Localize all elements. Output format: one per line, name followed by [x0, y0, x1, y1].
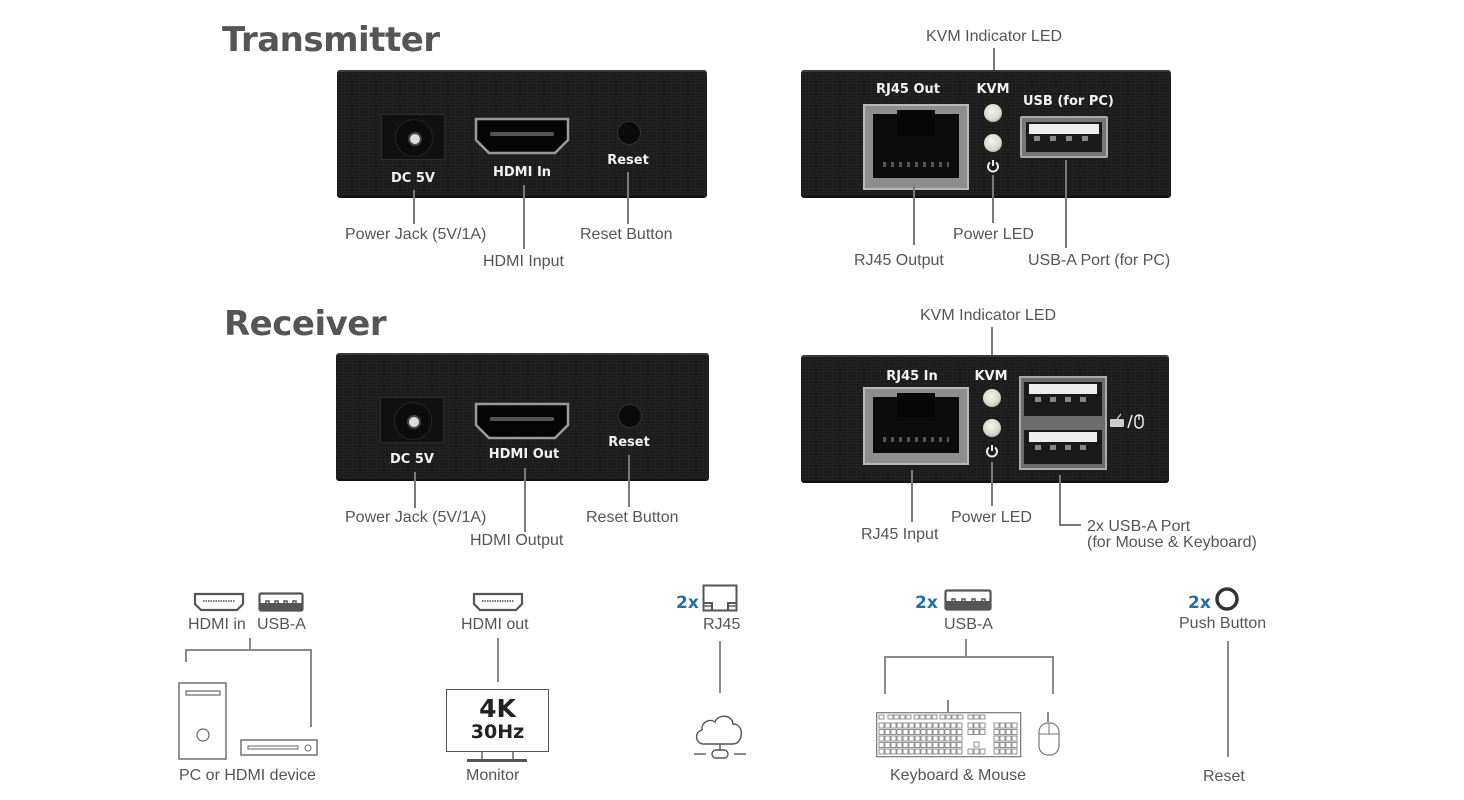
rj45-in-port [863, 387, 969, 465]
hdmi-input-callout: HDMI Input [483, 253, 564, 270]
transmitter-front-panel: DC 5V HDMI In Reset [337, 70, 707, 198]
pc-device-label: PC or HDMI device [179, 767, 316, 784]
hdmi-out-label: HDMI Out [488, 447, 560, 462]
rj45-legend-label: RJ45 [703, 616, 741, 633]
dc-jack [380, 397, 444, 443]
mouse-icon [1038, 722, 1060, 756]
rj45-input-callout: RJ45 Input [861, 526, 939, 543]
receiver-title: Receiver [224, 304, 387, 344]
hdmi-in-legend-label: HDMI in [188, 616, 246, 633]
usb-for-pc-label: USB (for PC) [1023, 94, 1114, 109]
hdmi-output-callout: HDMI Output [470, 532, 564, 549]
monitor-refresh: 30Hz [470, 721, 525, 743]
push-button-count: 2x [1188, 593, 1211, 613]
usb-a-legend-label: USB-A [257, 616, 306, 633]
reset-label: Reset [607, 153, 649, 168]
kvm-led-callout: KVM Indicator LED [926, 28, 1063, 45]
monitor-icon: 4K 30Hz [446, 689, 549, 752]
usb-ports-callout-sub: (for Mouse & Keyboard) [1087, 534, 1257, 551]
hdmi-port-icon [193, 592, 245, 612]
dc-5v-label: DC 5V [391, 171, 435, 186]
dual-usb-a-port [1019, 376, 1107, 470]
push-button-label: Push Button [1179, 615, 1267, 632]
keyboard-mouse-symbol-icon [1110, 413, 1144, 429]
kvm-led [984, 104, 1002, 122]
rj45-count: 2x [676, 593, 699, 613]
reset-label: Reset [608, 435, 650, 450]
pc-and-player-icon [178, 682, 318, 760]
usb-a-port [1020, 116, 1108, 158]
usb-ports-callout: 2x USB-A Port [1087, 518, 1191, 535]
power-jack-callout: Power Jack (5V/1A) [345, 226, 487, 243]
dc-jack [381, 114, 445, 160]
usb-legend-label: USB-A [944, 616, 993, 633]
hdmi-in-label: HDMI In [492, 165, 552, 180]
power-led-callout: Power LED [951, 509, 1032, 526]
hdmi-out-port [474, 402, 570, 440]
kvm-led [983, 389, 1001, 407]
reset-button-callout: Reset Button [580, 226, 673, 243]
monitor-label: Monitor [466, 767, 520, 784]
rj45-out-port [863, 104, 969, 190]
rj45-out-label: RJ45 Out [876, 82, 940, 97]
usb-a-port-callout: USB-A Port (for PC) [1028, 252, 1171, 269]
monitor-resolution: 4K [479, 694, 516, 723]
dc-5v-label: DC 5V [390, 452, 434, 467]
usb-a-port-icon [258, 592, 304, 612]
rj45-output-callout: RJ45 Output [854, 252, 944, 269]
transmitter-rear-panel: RJ45 Out KVM USB (for PC) [801, 70, 1171, 198]
power-icon [986, 445, 998, 458]
rj45-in-label: RJ45 In [886, 369, 938, 384]
rj45-port-icon [702, 584, 738, 612]
hdmi-in-port [474, 117, 570, 155]
keyboard-mouse-label: Keyboard & Mouse [890, 767, 1027, 784]
power-jack-callout: Power Jack (5V/1A) [345, 509, 487, 526]
receiver-rear-panel: RJ45 In KVM [801, 355, 1169, 483]
power-icon [987, 160, 999, 173]
power-led [984, 134, 1002, 152]
keyboard-icon [876, 712, 1022, 758]
hdmi-port-icon [472, 592, 524, 612]
power-led-callout: Power LED [953, 226, 1034, 243]
reset-button[interactable] [617, 121, 641, 145]
ring-icon [1215, 587, 1239, 611]
reset-button-callout: Reset Button [586, 509, 679, 526]
kvm-label: KVM [976, 82, 1010, 97]
power-led [983, 419, 1001, 437]
kvm-label: KVM [974, 369, 1008, 384]
usb-a-port-icon [944, 589, 992, 611]
receiver-front-panel: DC 5V HDMI Out Reset [336, 353, 709, 481]
reset-button[interactable] [618, 404, 642, 428]
cloud-network-icon [694, 715, 746, 759]
usb-count: 2x [915, 593, 938, 613]
hdmi-out-legend-label: HDMI out [461, 616, 529, 633]
reset-legend-label: Reset [1203, 768, 1245, 785]
kvm-led-callout: KVM Indicator LED [920, 307, 1057, 324]
transmitter-title: Transmitter [222, 20, 440, 60]
